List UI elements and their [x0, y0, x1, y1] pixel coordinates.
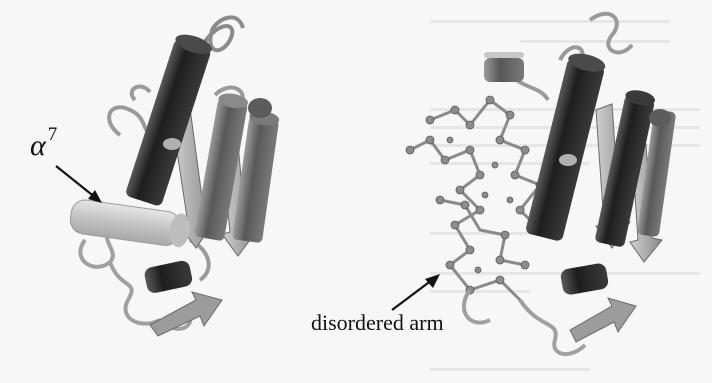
alpha-superscript: 7 [48, 124, 58, 145]
coil-loop [464, 290, 490, 323]
beta-strand [150, 292, 222, 336]
right-protein-structure [406, 14, 676, 354]
coil-loop [190, 240, 209, 280]
helix-end-cap [248, 98, 272, 118]
disordered-arm-atoms [406, 96, 544, 300]
helix-cylinder [484, 52, 524, 82]
helix-cylinder [143, 259, 193, 294]
disordered-arm-label: disordered arm [311, 312, 444, 334]
coil-loop [590, 14, 632, 53]
alpha-symbol: α [30, 129, 46, 162]
helix-end-cap [559, 154, 577, 166]
helix-cylinder [560, 262, 610, 296]
coil-loop [132, 87, 150, 100]
alpha7-helix [69, 198, 193, 248]
beta-strand [570, 298, 636, 342]
left-protein-structure [69, 17, 281, 336]
helix-end-cap [649, 109, 671, 127]
helix-cylinder [525, 50, 607, 242]
alpha7-pointer-arrow [56, 166, 102, 203]
disordered-arm-pointer-arrow [392, 274, 440, 310]
helix-cylinder [125, 31, 215, 207]
helix-end-cap [163, 138, 181, 150]
